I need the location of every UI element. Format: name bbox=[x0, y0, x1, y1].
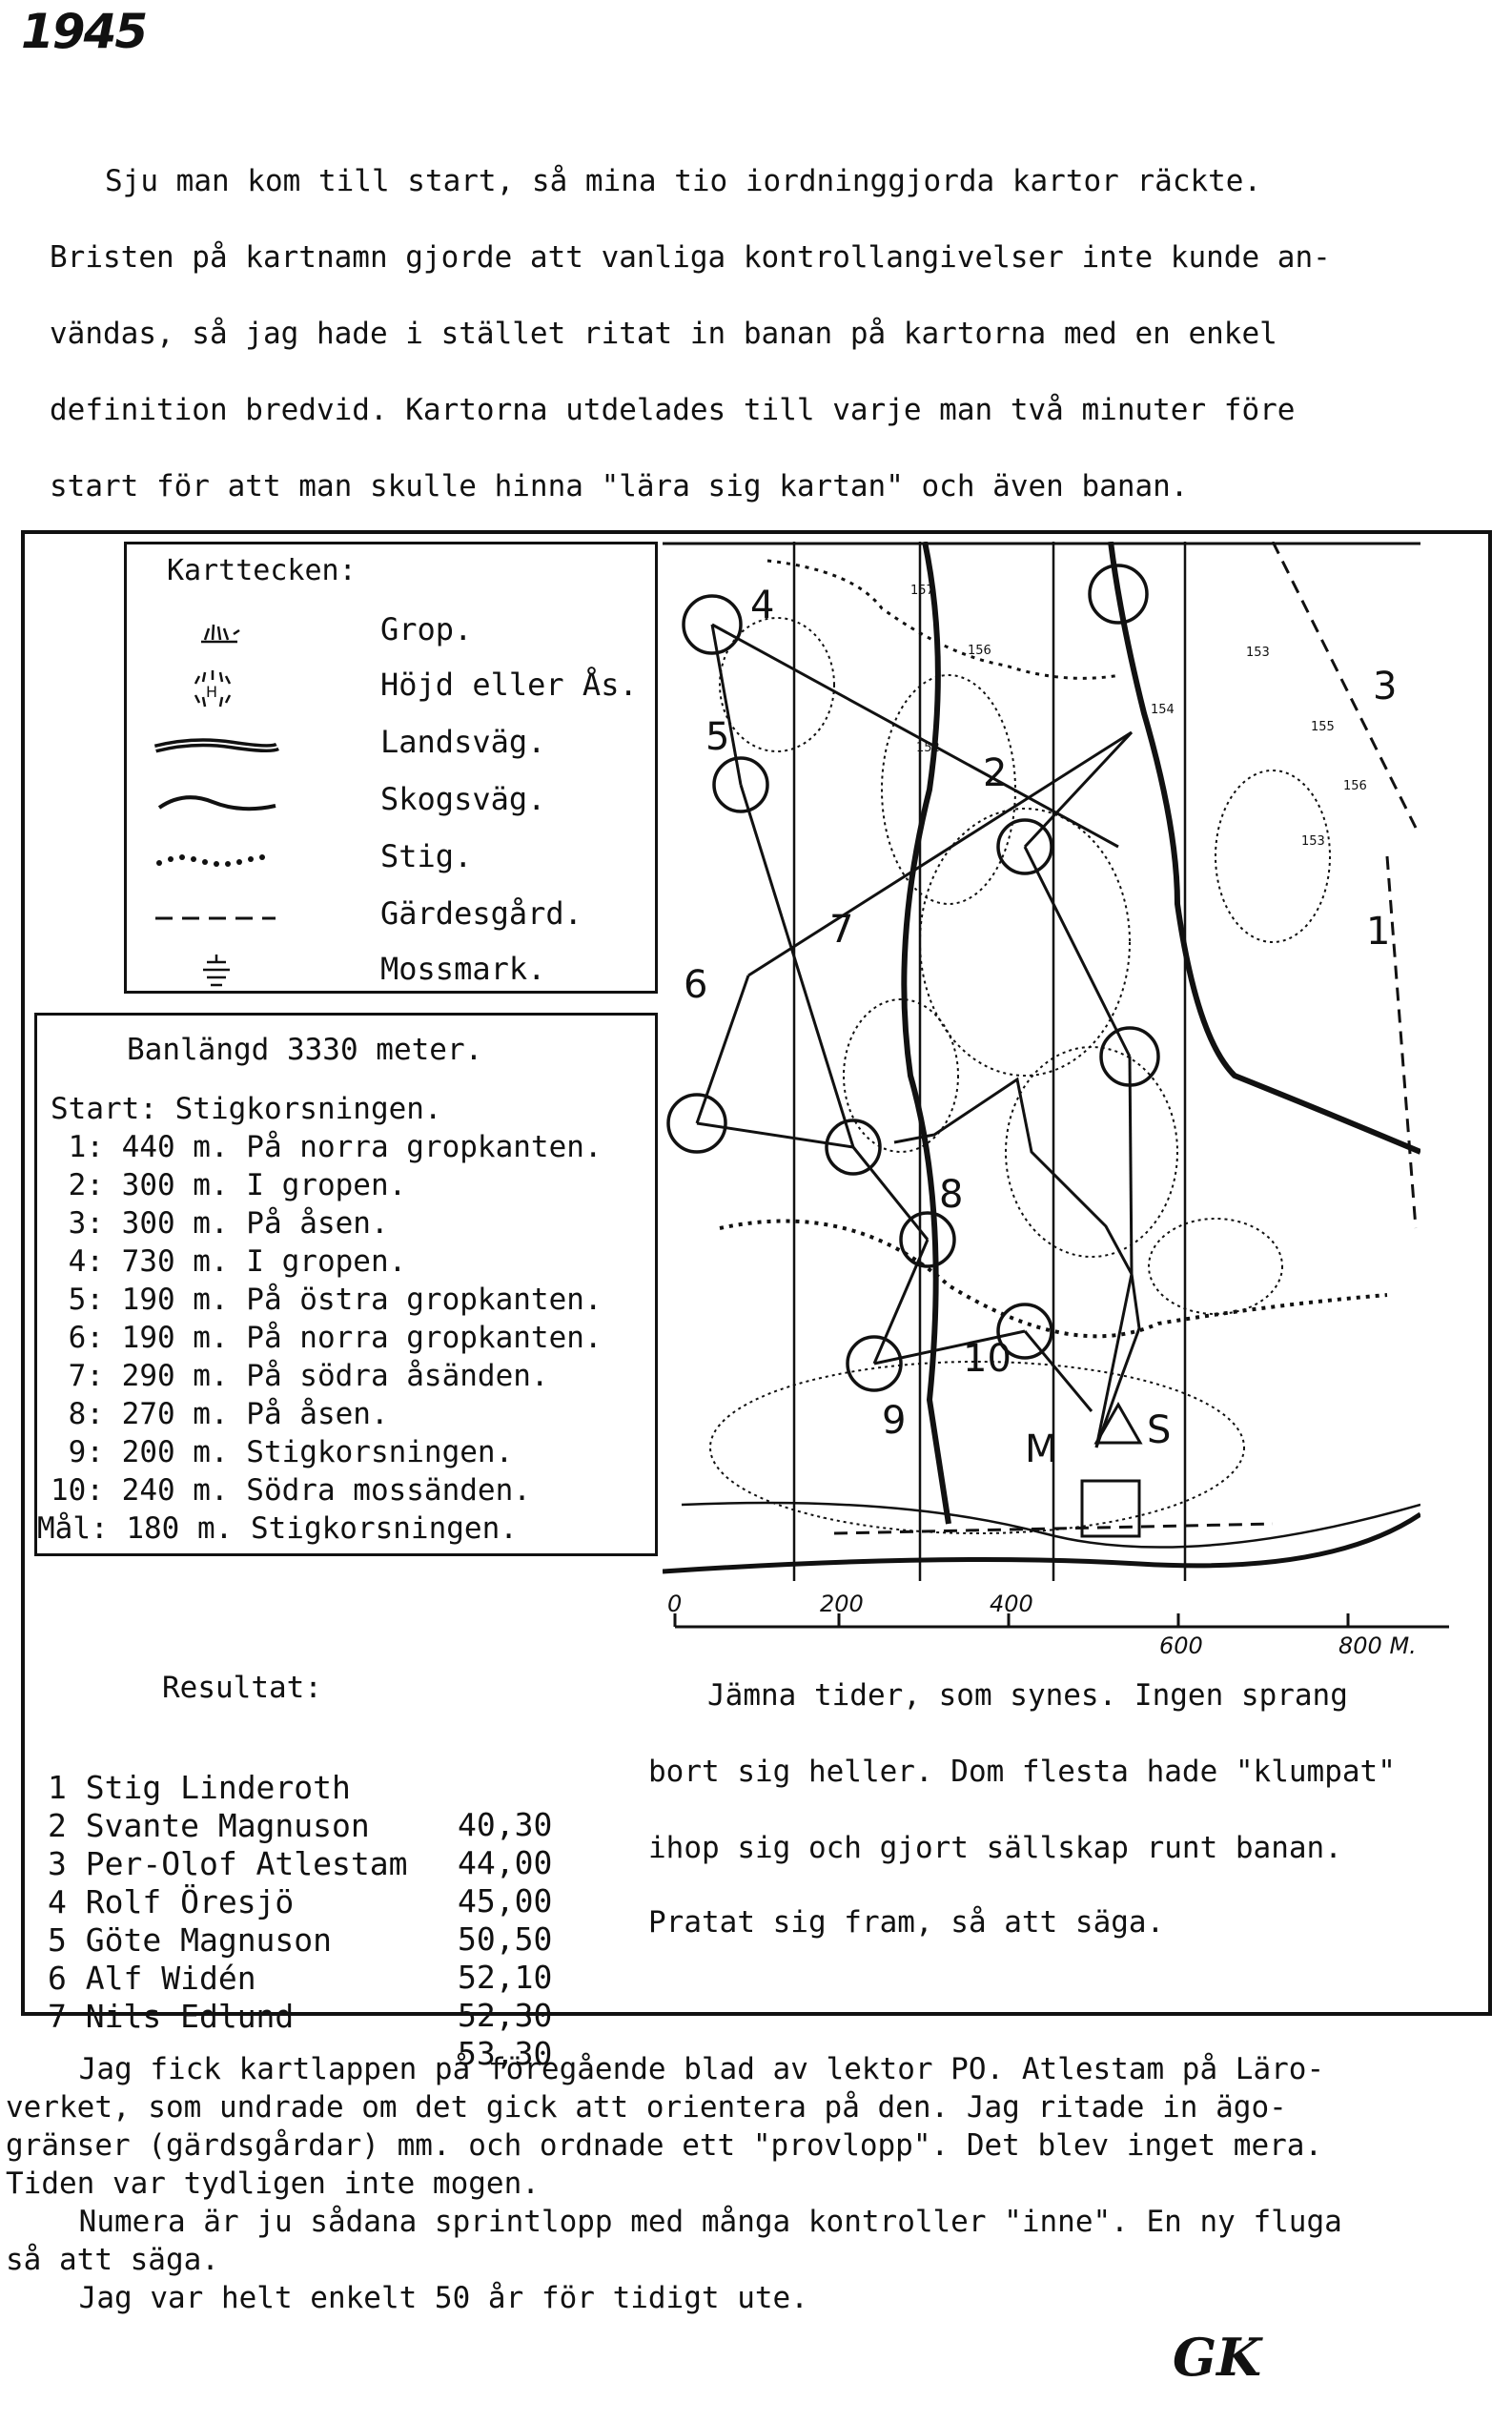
intro-line: Bristen på kartnamn gjorde att vanliga k… bbox=[50, 240, 1331, 275]
comment-line: Pratat sig fram, så att säga. bbox=[648, 1905, 1165, 1940]
control-line: 4: 730 m. I gropen. bbox=[51, 1244, 407, 1279]
legend-item: Stig. bbox=[127, 832, 661, 888]
comment-line: bort sig heller. Dom flesta hade "klumpa… bbox=[648, 1755, 1396, 1789]
control-number: 5 bbox=[705, 715, 729, 759]
closing-line: Jag var helt enkelt 50 år för tidigt ute… bbox=[61, 2281, 808, 2315]
fence-icon bbox=[155, 916, 276, 920]
results-title: Resultat: bbox=[162, 1671, 322, 1705]
control-number: 6 bbox=[684, 963, 707, 1007]
comment-line: Jämna tider, som synes. Ingen sprang bbox=[707, 1678, 1348, 1713]
result-row: 1 Stig Linderoth 40,30 bbox=[48, 1769, 553, 1843]
control-number: 3 bbox=[1373, 665, 1397, 708]
height-label: 156 bbox=[968, 644, 991, 658]
height-label: 153 bbox=[1246, 646, 1270, 660]
result-row: 4 Rolf Öresjö 50,50 bbox=[48, 1883, 553, 1958]
course-description: Banlängd 3330 meter. Start: Stigkorsning… bbox=[34, 1013, 658, 1556]
legend-item: H Höjd eller Ås. bbox=[127, 661, 661, 716]
legend-item: Mossmark. bbox=[127, 945, 661, 1000]
svg-text:H: H bbox=[206, 683, 217, 701]
height-label: 152 bbox=[916, 741, 940, 755]
closing-line: Jag fick kartlappen på föregående blad a… bbox=[61, 2052, 1325, 2086]
control-line: 6: 190 m. På norra gropkanten. bbox=[51, 1321, 603, 1355]
intro-line: Sju man kom till start, så mina tio iord… bbox=[105, 164, 1262, 198]
control-line: Mål: 180 m. Stigkorsningen. bbox=[37, 1511, 518, 1546]
legend-item: Landsväg. bbox=[127, 718, 661, 773]
intro-line: definition bredvid. Kartorna utdelades t… bbox=[50, 393, 1296, 427]
intro-text: Sju man kom till start, så mina tio iord… bbox=[50, 143, 1480, 524]
legend-title: Karttecken: bbox=[167, 554, 357, 587]
intro-line: start för att man skulle hinna "lära sig… bbox=[50, 469, 1189, 503]
page-year: 1945 bbox=[21, 4, 148, 59]
legend-item: Gärdesgård. bbox=[127, 890, 661, 945]
control-line: 10: 240 m. Södra mossänden. bbox=[51, 1473, 531, 1508]
closing-line: Numera är ju sådana sprintlopp med många… bbox=[61, 2205, 1342, 2239]
control-number: 8 bbox=[939, 1173, 963, 1217]
scale-tick: 800 M. bbox=[1338, 1632, 1417, 1659]
height-label: 154 bbox=[1151, 703, 1175, 717]
result-row: 7 Nils Edlund 53,30 bbox=[48, 1998, 553, 2072]
intro-line: vändas, så jag hade i stället ritat in b… bbox=[50, 317, 1277, 351]
finish-label: M bbox=[1025, 1427, 1058, 1471]
start-label: S bbox=[1147, 1408, 1171, 1452]
scale-tick: 400 bbox=[990, 1594, 1033, 1617]
control-line: 7: 290 m. På södra åsänden. bbox=[51, 1359, 549, 1393]
pit-icon bbox=[201, 624, 240, 644]
closing-line: gränser (gärdsgårdar) mm. och ordnade et… bbox=[6, 2128, 1323, 2163]
control-number: 1 bbox=[1366, 910, 1390, 954]
scale-tick: 600 bbox=[1159, 1632, 1203, 1659]
signature: GK bbox=[1173, 2327, 1262, 2388]
result-row: 3 Per-Olof Atlestam 45,00 bbox=[48, 1845, 553, 1920]
control-number: 9 bbox=[882, 1399, 906, 1443]
control-line: 2: 300 m. I gropen. bbox=[51, 1168, 407, 1202]
height-label: 153 bbox=[1301, 834, 1325, 849]
control-line: 8: 270 m. På åsen. bbox=[51, 1397, 389, 1431]
result-row: 6 Alf Widén 52,30 bbox=[48, 1960, 553, 2034]
result-row: 5 Göte Magnuson 52,10 bbox=[48, 1921, 553, 1996]
course-length: Banlängd 3330 meter. bbox=[127, 1033, 483, 1067]
main-road-icon bbox=[153, 738, 279, 753]
result-row: 2 Svante Magnuson 44,00 bbox=[48, 1807, 553, 1881]
control-number: 4 bbox=[750, 584, 774, 627]
control-line: 3: 300 m. På åsen. bbox=[51, 1206, 389, 1241]
height-label: 156 bbox=[1343, 779, 1367, 793]
forest-road-icon bbox=[157, 795, 276, 811]
orienteering-map: 1 2 3 4 5 6 7 8 9 10 S M 157 156 152 154… bbox=[663, 542, 1420, 1581]
closing-line: Tiden var tydligen inte mogen. bbox=[6, 2166, 540, 2201]
map-scale-bar: 0 200 400 600 800 M. bbox=[667, 1594, 1449, 1659]
map-legend: Karttecken: Grop. H Höjd eller Ås. Lands… bbox=[124, 542, 658, 994]
hill-icon: H bbox=[194, 670, 232, 708]
comment-line: ihop sig och gjort sällskap runt banan. bbox=[648, 1831, 1342, 1865]
legend-item: Skogsväg. bbox=[127, 775, 661, 831]
path-icon bbox=[156, 854, 265, 867]
control-number: 10 bbox=[963, 1337, 1011, 1381]
map-frame bbox=[21, 530, 1492, 2016]
control-number: 7 bbox=[829, 908, 853, 952]
course-start: Start: Stigkorsningen. bbox=[51, 1092, 442, 1126]
control-number: 2 bbox=[983, 751, 1007, 795]
control-line: 9: 200 m. Stigkorsningen. bbox=[51, 1435, 514, 1469]
marsh-icon bbox=[203, 955, 230, 987]
scale-tick: 0 bbox=[667, 1594, 682, 1617]
closing-line: verket, som undrade om det gick att orie… bbox=[6, 2090, 1287, 2125]
legend-item: Grop. bbox=[127, 606, 661, 661]
control-line: 1: 440 m. På norra gropkanten. bbox=[51, 1130, 603, 1164]
closing-text: Jag fick kartlappen på föregående blad a… bbox=[6, 2050, 1491, 2317]
height-label: 155 bbox=[1311, 720, 1335, 734]
height-label: 157 bbox=[910, 584, 934, 598]
control-line: 5: 190 m. På östra gropkanten. bbox=[51, 1283, 603, 1317]
closing-line: så att säga. bbox=[6, 2243, 219, 2277]
scale-tick: 200 bbox=[820, 1594, 864, 1617]
